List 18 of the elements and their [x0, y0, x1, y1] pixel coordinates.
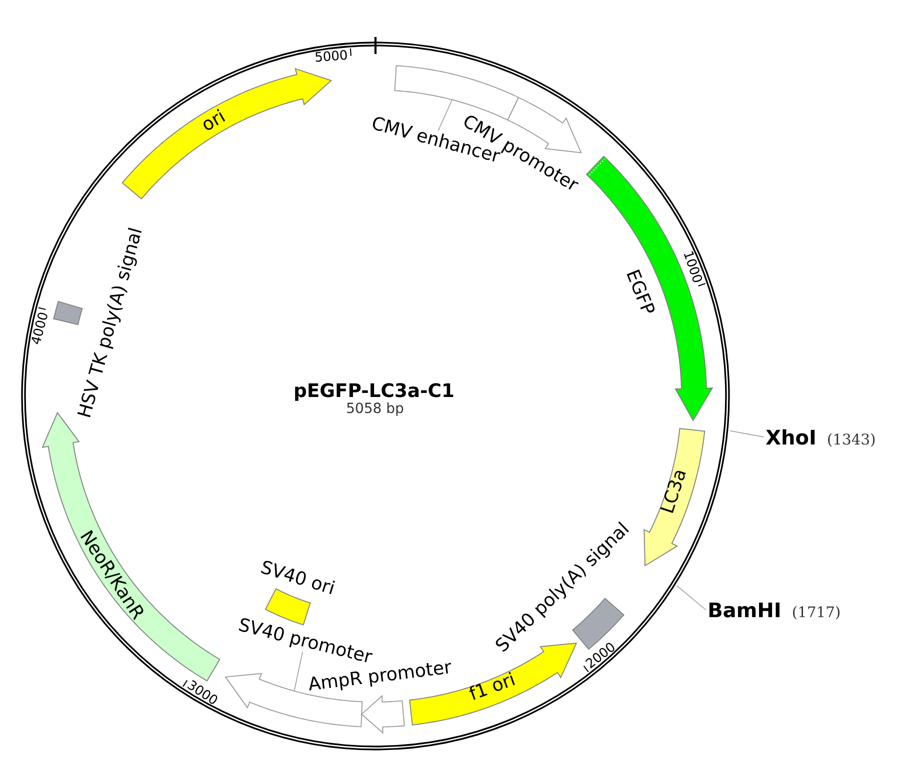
leader-line [294, 652, 303, 692]
site-label: XhoI [766, 429, 815, 445]
feature-label: EGFP [626, 269, 655, 313]
plasmid-size: 5058 bp [347, 402, 404, 416]
leader-line [438, 100, 452, 132]
tick-label: 5000 [316, 50, 347, 62]
site-position: (1717) [793, 606, 840, 620]
feature-label: SV40 ori [260, 560, 335, 594]
tick-label: 4000 [32, 312, 48, 344]
feature-label: SV40 promoter [238, 618, 373, 662]
leader-line [729, 430, 764, 438]
feature-segment: LC3a [644, 428, 706, 567]
leader-line [676, 585, 706, 610]
plasmid-name: pEGFP-LC3a-C1 [295, 383, 454, 401]
tick-label: 1000 [684, 251, 702, 282]
site-position: (1343) [828, 433, 875, 447]
feature-segment [224, 672, 363, 728]
site-label: BamHI [709, 602, 780, 618]
